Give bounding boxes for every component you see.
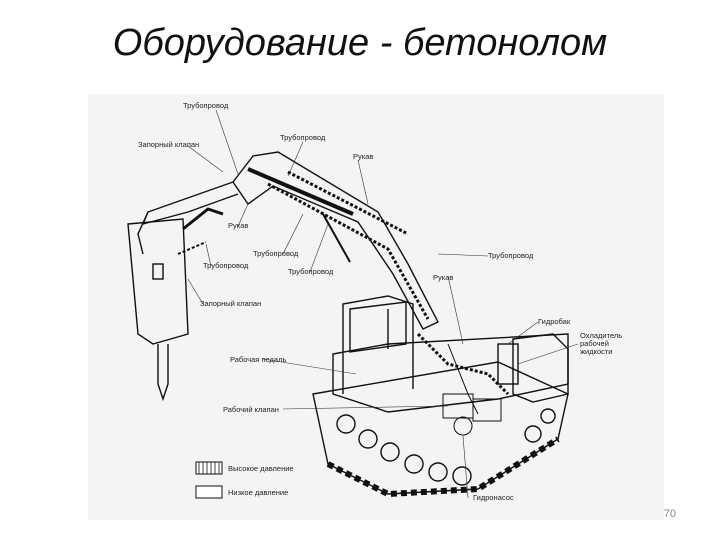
label-pipe-2: Трубопровод: [280, 133, 326, 142]
legend-low-pressure-label: Низкое давление: [228, 488, 288, 497]
undercarriage: [312, 361, 569, 498]
boom: [232, 151, 439, 330]
diagram-drawing: Трубопровод Запорный клапан Трубопровод …: [127, 101, 622, 502]
label-cooler-line-3: жидкости: [580, 347, 613, 356]
arm-and-breaker: [127, 181, 239, 402]
leader-lines: [187, 109, 579, 499]
label-hose-3: Рукав: [433, 273, 453, 282]
label-shutoff-valve-2: Запорный клапан: [200, 299, 261, 308]
legend-low-pressure-swatch: [195, 485, 223, 499]
label-cooler-line-2: рабочей: [580, 339, 609, 348]
hydraulic-lines: [416, 332, 510, 436]
label-work-valve: Рабочий клапан: [223, 405, 279, 414]
label-shutoff-valve-1: Запорный клапан: [138, 140, 199, 149]
legend: Высокое давление Низкое давление: [195, 461, 294, 499]
label-work-pedal: Рабочая педаль: [230, 355, 286, 364]
slide-title: Оборудование - бетонолом: [112, 22, 608, 64]
label-pipe-5: Трубопровод: [288, 267, 334, 276]
label-hydraulic-pump: Гидронасос: [473, 493, 514, 502]
excavator-breaker-diagram: Трубопровод Запорный клапан Трубопровод …: [88, 94, 664, 520]
legend-high-pressure-label: Высокое давление: [228, 464, 294, 473]
label-pipe-6: Трубопровод: [488, 251, 534, 260]
label-hose-1: Рукав: [353, 152, 373, 161]
legend-high-pressure-swatch: [195, 461, 223, 475]
label-pipe-4: Трубопровод: [203, 261, 249, 270]
upper-structure: [332, 295, 569, 413]
label-pipe-3: Трубопровод: [253, 249, 299, 258]
label-hose-2: Рукав: [228, 221, 248, 230]
label-pipe-top: Трубопровод: [183, 101, 229, 110]
page-number: 70: [663, 508, 676, 520]
label-hydraulic-tank: Гидробак: [538, 317, 571, 326]
label-cooler-line-1: Охладитель: [580, 331, 622, 340]
